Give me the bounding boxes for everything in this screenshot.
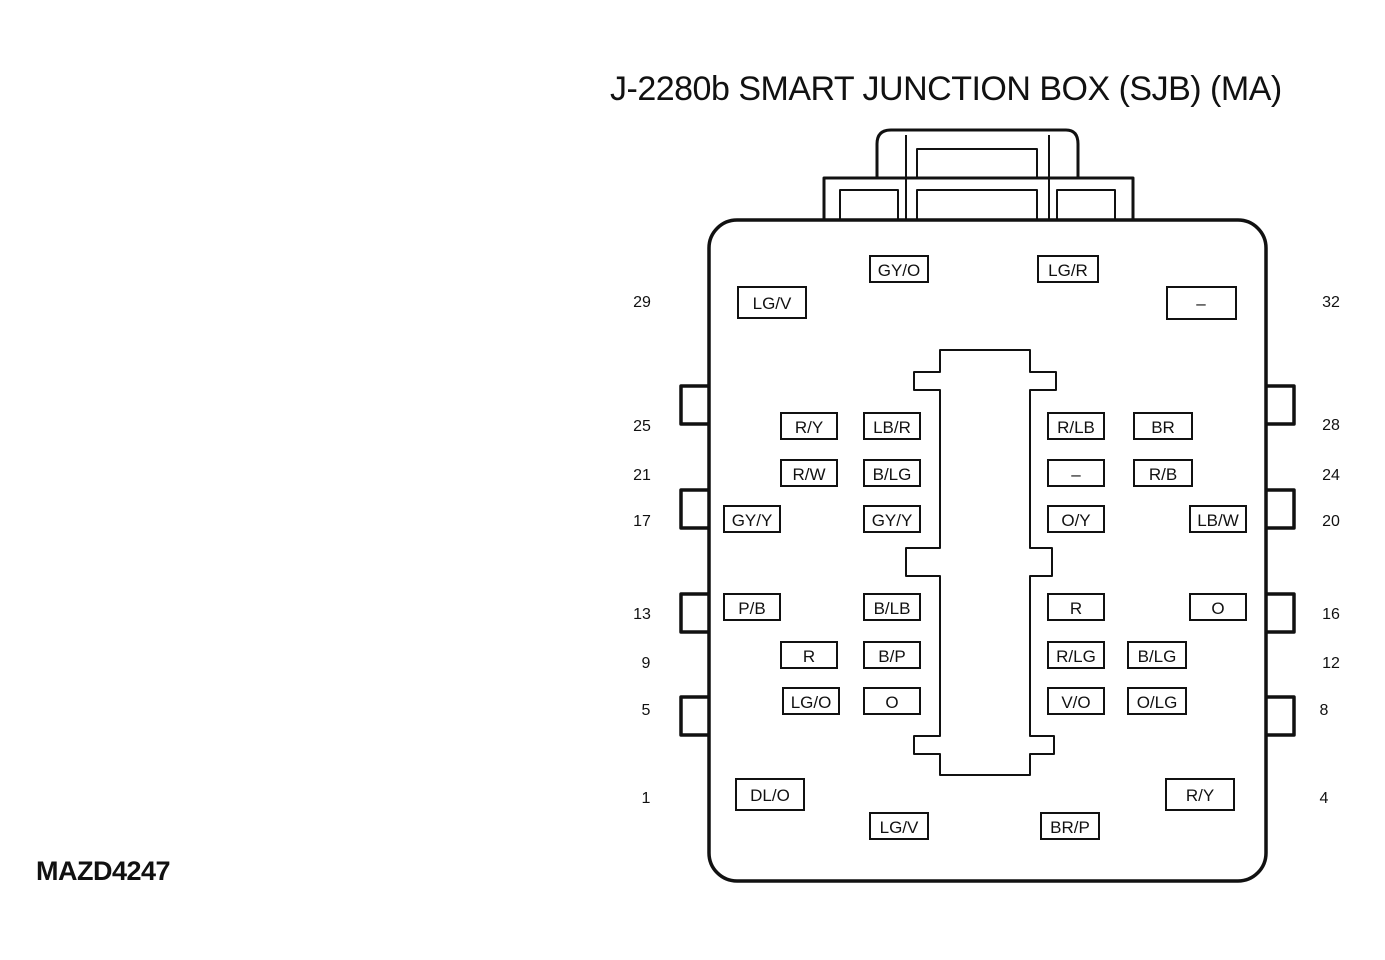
- svg-text:R: R: [1070, 599, 1082, 618]
- side-tab: [1266, 592, 1296, 634]
- svg-text:DL/O: DL/O: [750, 786, 790, 805]
- terminal-br: BR: [1133, 412, 1193, 440]
- connector-body: [707, 218, 1268, 883]
- svg-text:GY/Y: GY/Y: [872, 511, 913, 530]
- side-tab: [679, 488, 709, 530]
- connector-header: [822, 176, 1135, 220]
- svg-text:B/LG: B/LG: [1138, 647, 1177, 666]
- pin-label-25: 25: [633, 418, 651, 435]
- svg-text:BR/P: BR/P: [1050, 818, 1090, 837]
- terminal-o-y: O/Y: [1047, 505, 1105, 533]
- pin-label-12: 12: [1322, 655, 1340, 672]
- svg-text:LB/R: LB/R: [873, 418, 911, 437]
- terminal-gy-y: GY/Y: [723, 505, 781, 533]
- terminal-gy-y: GY/Y: [863, 505, 921, 533]
- terminal-r: R: [1047, 593, 1105, 621]
- figure-code: MAZD4247: [36, 856, 171, 886]
- svg-text:O: O: [885, 693, 898, 712]
- pin-label-17: 17: [633, 513, 651, 530]
- pin-label-20: 20: [1322, 513, 1340, 530]
- terminal-r-lg: R/LG: [1047, 641, 1105, 669]
- terminal-r: R: [780, 641, 838, 669]
- terminal-r-b: R/B: [1133, 459, 1193, 487]
- pin-label-1: 1: [642, 790, 651, 807]
- terminal-b-lb: B/LB: [863, 593, 921, 621]
- terminal-br-p: BR/P: [1040, 812, 1100, 840]
- header-slot: [1056, 189, 1116, 221]
- pin-label-21: 21: [633, 467, 651, 484]
- terminal-blank: –: [1047, 459, 1105, 487]
- terminal-lb-r: LB/R: [863, 412, 921, 440]
- terminal-r-w: R/W: [780, 459, 838, 487]
- terminal-b-lg: B/LG: [1127, 641, 1187, 669]
- header-slot: [916, 189, 1038, 221]
- side-tab: [679, 695, 709, 737]
- svg-text:GY/Y: GY/Y: [732, 511, 773, 530]
- side-tab: [1266, 384, 1296, 426]
- header-slot: [839, 189, 899, 221]
- page-title: J-2280b SMART JUNCTION BOX (SJB) (MA): [610, 70, 1282, 108]
- side-tab: [1266, 488, 1296, 530]
- pin-label-9: 9: [642, 655, 651, 672]
- pin-label-13: 13: [633, 606, 651, 623]
- svg-text:–: –: [1196, 294, 1206, 313]
- svg-text:–: –: [1071, 465, 1081, 484]
- terminal-b-lg: B/LG: [863, 459, 921, 487]
- pin-label-8: 8: [1320, 702, 1329, 719]
- terminal-lg-v: LG/V: [869, 812, 929, 840]
- svg-text:O/Y: O/Y: [1061, 511, 1090, 530]
- pin-label-24: 24: [1322, 467, 1340, 484]
- svg-text:R/Y: R/Y: [1186, 786, 1214, 805]
- terminal-4: R/Y: [1165, 778, 1235, 811]
- terminal-b-p: B/P: [863, 641, 921, 669]
- svg-text:R/Y: R/Y: [795, 418, 823, 437]
- pin-label-16: 16: [1322, 606, 1340, 623]
- svg-text:BR: BR: [1151, 418, 1175, 437]
- pin-label-5: 5: [642, 702, 651, 719]
- side-tab: [679, 384, 709, 426]
- terminal-gy-o: GY/O: [869, 255, 929, 283]
- terminal-32: –: [1166, 286, 1237, 320]
- terminal-v-o: V/O: [1047, 687, 1105, 715]
- connector-latch: [875, 128, 1080, 178]
- side-tab: [1266, 695, 1296, 737]
- svg-text:V/O: V/O: [1061, 693, 1090, 712]
- svg-text:O: O: [1211, 599, 1224, 618]
- terminal-1: DL/O: [735, 778, 805, 811]
- terminal-lg-r: LG/R: [1037, 255, 1099, 283]
- pin-label-29: 29: [633, 294, 651, 311]
- svg-text:R/LB: R/LB: [1057, 418, 1095, 437]
- center-keyway: [905, 349, 1057, 776]
- side-tab: [679, 592, 709, 634]
- header-slot: [916, 148, 1038, 179]
- svg-text:B/LG: B/LG: [873, 465, 912, 484]
- svg-text:B/LB: B/LB: [874, 599, 911, 618]
- pin-label-32: 32: [1322, 294, 1340, 311]
- svg-text:P/B: P/B: [738, 599, 765, 618]
- pin-label-4: 4: [1320, 790, 1329, 807]
- svg-text:GY/O: GY/O: [878, 261, 921, 280]
- svg-text:LG/O: LG/O: [791, 693, 832, 712]
- terminal-r-lb: R/LB: [1047, 412, 1105, 440]
- svg-text:R/LG: R/LG: [1056, 647, 1096, 666]
- svg-text:B/P: B/P: [878, 647, 905, 666]
- svg-text:O/LG: O/LG: [1137, 693, 1178, 712]
- terminal-p-b: P/B: [723, 593, 781, 621]
- svg-text:LG/V: LG/V: [880, 818, 919, 837]
- svg-text:LB/W: LB/W: [1197, 511, 1239, 530]
- svg-text:R/W: R/W: [792, 465, 825, 484]
- terminal-o-lg: O/LG: [1127, 687, 1187, 715]
- svg-text:R/B: R/B: [1149, 465, 1177, 484]
- terminal-r-y: R/Y: [780, 412, 838, 440]
- terminal-o: O: [1189, 593, 1247, 621]
- svg-text:R: R: [803, 647, 815, 666]
- pin-label-28: 28: [1322, 417, 1340, 434]
- terminal-lg-o: LG/O: [782, 687, 840, 715]
- svg-text:LG/V: LG/V: [753, 294, 792, 313]
- svg-text:LG/R: LG/R: [1048, 261, 1088, 280]
- terminal-lb-w: LB/W: [1189, 505, 1247, 533]
- terminal-o: O: [863, 687, 921, 715]
- terminal-29: LG/V: [737, 286, 807, 319]
